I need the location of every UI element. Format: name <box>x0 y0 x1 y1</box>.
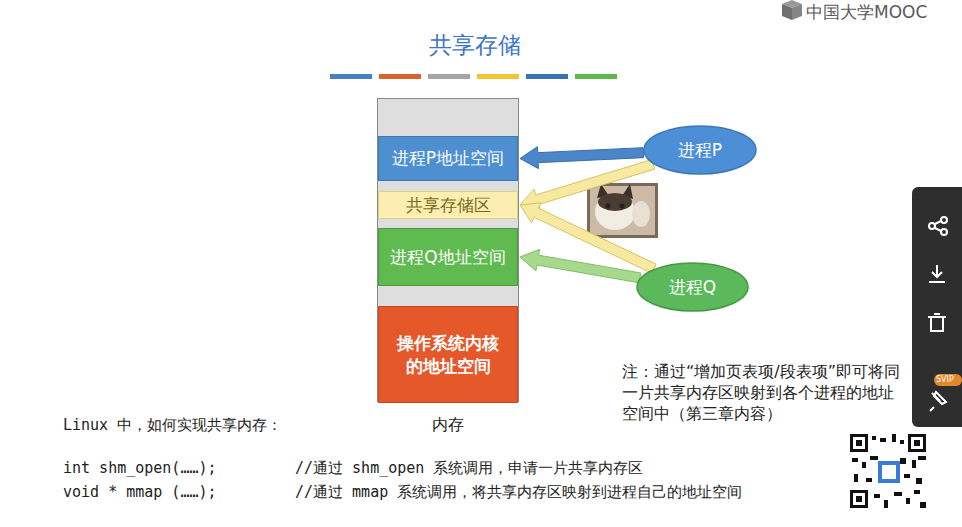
cat-picture <box>587 183 658 238</box>
slide-title: 共享存储 <box>0 30 950 61</box>
code-heading: Linux 中，如何实现共享内存： <box>63 416 282 435</box>
node-label: 进程P地址空间 <box>392 147 504 169</box>
title-bar <box>428 74 470 79</box>
title-bar <box>379 74 421 79</box>
code-line: void * mmap (……); <box>63 483 217 501</box>
node-label: 操作系统内核 的地址空间 <box>383 332 513 376</box>
node-label: 进程Q地址空间 <box>390 246 505 268</box>
code-line: int shm_open(……); <box>63 459 217 477</box>
title-bar <box>526 74 568 79</box>
process-ellipse: 进程P <box>643 125 757 175</box>
qr-code <box>848 432 928 510</box>
node-label: 共享存储区 <box>406 194 491 216</box>
memory-column: 内存进程P地址空间共享存储区进程Q地址空间操作系统内核 的地址空间 <box>377 98 519 402</box>
node-label: 进程P <box>678 139 722 161</box>
ellipse-shape <box>644 126 756 174</box>
sidebar <box>912 187 962 427</box>
watermark: 中国大学MOOC <box>806 1 927 24</box>
badge-text: SVIP <box>936 375 954 384</box>
process-space-band: 进程Q地址空间 <box>378 228 518 286</box>
process-ellipse: 进程Q <box>636 262 749 312</box>
process-space-band: 进程P地址空间 <box>378 136 518 181</box>
shared-memory-band: 共享存储区 <box>378 191 518 219</box>
logo-icon <box>782 0 802 20</box>
kernel-space-band: 操作系统内核 的地址空间 <box>378 306 518 403</box>
title-bar <box>477 74 519 79</box>
code-comment: //通过 mmap 系统调用，将共享内存区映射到进程自己的地址空间 <box>295 483 742 502</box>
title-bar <box>575 74 617 79</box>
node-label: 进程Q <box>669 276 716 298</box>
memory-label: 内存 <box>378 415 518 436</box>
note-text: 注：通过“增加页表项/段表项”即可将同一片共享内存区映射到各个进程的地址空间中（… <box>622 361 908 424</box>
title-bar <box>330 74 372 79</box>
block-arrow <box>520 147 644 169</box>
code-comment: //通过 shm_open 系统调用，申请一片共享内存区 <box>295 459 643 478</box>
ellipse-shape <box>637 263 748 311</box>
block-arrow <box>520 249 641 283</box>
